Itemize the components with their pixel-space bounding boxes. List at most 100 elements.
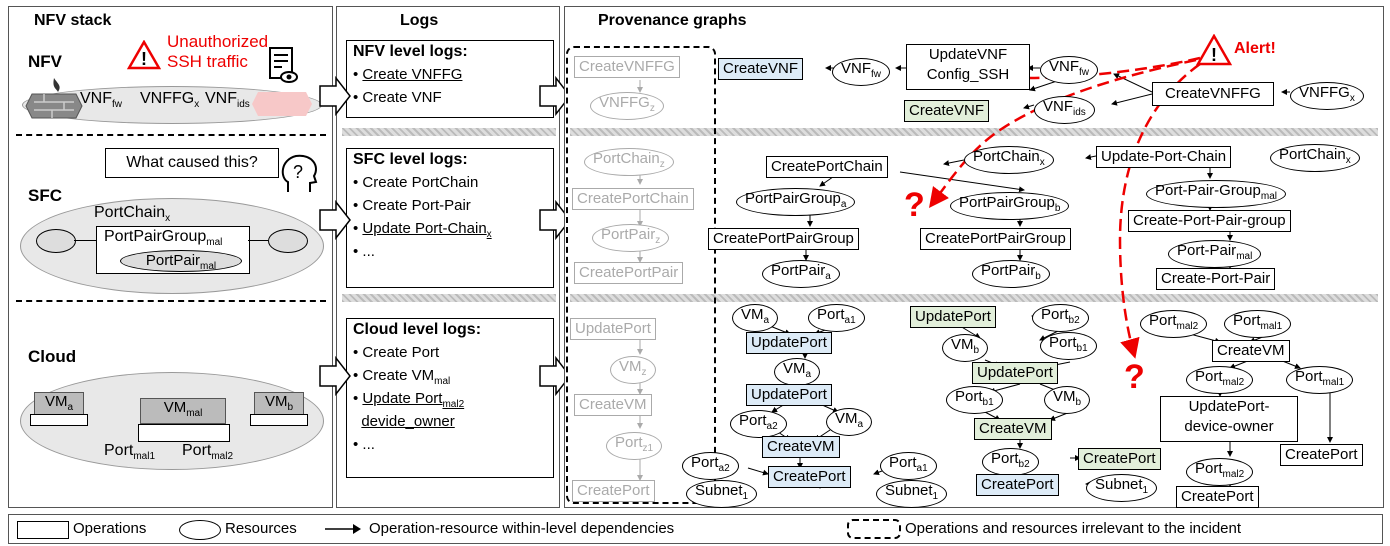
sfc-log-item: • Create PortChain: [353, 174, 479, 191]
res-port-a2: Porta2: [730, 410, 787, 438]
res-port-mal2: Portmal2: [1140, 310, 1208, 338]
cloud-log-item: • Update Portmal2: [353, 390, 465, 410]
nfv-log-box: NFV level logs: • Create VNFFG • Create …: [346, 40, 554, 118]
res-port-mal1-b: Portmal1: [1286, 366, 1354, 394]
sfc-label: SFC: [28, 186, 62, 205]
res-port-a1: Porta1: [808, 304, 865, 332]
firewall-icon: [25, 78, 83, 119]
res-port-a1-b: Porta1: [880, 452, 937, 480]
op-update-port-blue-1: UpdatePort: [746, 332, 832, 354]
alert-label: Alert!: [1234, 40, 1276, 57]
gray-op-createportchain: CreatePortChain: [572, 188, 694, 210]
gray-res-portpair: PortPairz: [592, 224, 670, 252]
res-subnet-1-b: Subnet1: [876, 480, 948, 508]
cloud-log-header: Cloud level logs:: [353, 321, 482, 338]
svg-text:!: !: [1211, 45, 1217, 65]
op-create-port-white-1: CreatePort: [1280, 444, 1363, 466]
legend-resource-swatch: [179, 520, 221, 540]
port-mal2-label: Portmal2: [182, 442, 234, 463]
op-create-port-green: CreatePort: [1078, 448, 1161, 470]
res-subnet-1-c: Subnet1: [1086, 474, 1158, 502]
nfv-log-item: • Create VNF: [353, 89, 442, 106]
vm-mal-server: VMmal: [140, 398, 226, 424]
document-eye-icon: [269, 47, 298, 83]
sfc-log-item: • ...: [353, 243, 375, 260]
cloud-log-item: devide_owner: [361, 413, 455, 430]
vm-a-ports: [30, 414, 88, 426]
sfc-arrow-right: [248, 240, 268, 241]
alert-text-1: Unauthorized: [167, 32, 269, 51]
op-create-vnffg: CreateVNFFG: [1152, 82, 1274, 106]
legend-arrow-icon: [325, 524, 361, 534]
res-vnf-ids: VNFids: [1034, 96, 1095, 124]
res-ppg-mal: Port-Pair-Groupmal: [1146, 180, 1286, 208]
res-portchain-x: PortChainx: [964, 146, 1054, 174]
res-port-mal2-c: Portmal2: [1186, 458, 1254, 486]
alert-text-2: SSH traffic: [167, 52, 248, 71]
svg-text:!: !: [141, 49, 147, 69]
vm-b-server: VMb: [254, 392, 304, 418]
vm-b-ports: [250, 414, 308, 426]
op-create-vm-blue: CreateVM: [762, 436, 840, 458]
legend-operation-swatch: [17, 521, 69, 539]
sfc-log-item: • Update Port-Chainx: [353, 220, 492, 240]
res-vnffg-x: VNFFGx: [1290, 82, 1364, 110]
gray-op-createport: CreatePort: [572, 480, 655, 502]
res-ppg-a: PortPairGroupa: [736, 188, 856, 216]
res-vm-b: VMb: [942, 334, 989, 362]
res-vm-a-2: VMa: [774, 358, 821, 386]
res-ppg-b: PortPairGroupb: [950, 192, 1070, 220]
op-create-port-pair-group-mal: Create-Port-Pair-group: [1128, 210, 1291, 232]
irrelevant-region: [566, 46, 716, 504]
nfv-log-header: NFV level logs:: [353, 43, 468, 60]
op-create-portchain: CreatePortChain: [766, 156, 888, 178]
provenance-title: Provenance graphs: [598, 12, 747, 29]
res-port-a2-b: Porta2: [682, 452, 739, 480]
question-mark-sfc: ?: [904, 186, 925, 224]
nfv-label: NFV: [28, 52, 62, 71]
vm-mal-ports: [138, 424, 230, 442]
vnffg-x-label: VNFFGx: [140, 90, 200, 111]
stack-divider-2: [16, 300, 326, 302]
res-port-b1-b: Portb1: [946, 386, 1003, 414]
res-portpair-b: PortPairb: [972, 260, 1050, 288]
gray-res-vnffg: VNFFGz: [590, 92, 664, 120]
separator-logs-2: [342, 294, 556, 302]
svg-text:?: ?: [293, 162, 303, 182]
logs-title: Logs: [400, 12, 439, 29]
gray-op-createportpair: CreatePortPair: [574, 262, 684, 284]
vnf-fw-label: VNFfw: [80, 90, 122, 111]
res-port-mal1: Portmal1: [1224, 310, 1292, 338]
res-port-mal2-b: Portmal2: [1186, 366, 1254, 394]
gray-res-port: Portz1: [606, 432, 663, 460]
legend: Operations Resources Operation-resource …: [8, 514, 1383, 544]
vm-a-server: VMa: [34, 392, 84, 418]
op-update-port-blue-2: UpdatePort: [746, 384, 832, 406]
legend-operations: Operations: [73, 520, 147, 537]
gray-res-vm: VMz: [610, 356, 656, 384]
alert-icon: !: [1196, 34, 1232, 66]
gray-op-createvnffg: CreateVNFFG: [574, 56, 680, 78]
thinking-head-icon: ?: [281, 154, 318, 192]
cloud-log-box: Cloud level logs: • Create Port • Create…: [346, 318, 554, 478]
separator-prov-2: [570, 294, 1378, 302]
question-mark-cloud: ?: [1124, 358, 1145, 396]
op-create-port-blue-2: CreatePort: [976, 474, 1059, 496]
cloud-label: Cloud: [28, 347, 77, 366]
op-create-ppg-1: CreatePortPairGroup: [708, 228, 859, 250]
res-vnf-fw: VNFfw: [832, 58, 890, 86]
op-create-vm-green: CreateVM: [974, 418, 1052, 440]
flow-arrows: [319, 75, 571, 397]
stack-divider-1: [16, 134, 326, 136]
portchain-label: PortChainx: [94, 204, 171, 225]
res-port-b1: Portb1: [1040, 332, 1097, 360]
question-bubble: What caused this?: [105, 148, 279, 178]
port-mal1-label: Portmal1: [104, 442, 156, 463]
ppg-label: PortPairGroupmal: [104, 228, 223, 249]
gray-op-updateport: UpdatePort: [570, 318, 656, 340]
sfc-vm-left: [36, 229, 76, 253]
res-vm-b-2: VMb: [1044, 386, 1091, 414]
nfv-stack-title: NFV stack: [34, 12, 112, 29]
sfc-arrow-left: [74, 240, 96, 241]
